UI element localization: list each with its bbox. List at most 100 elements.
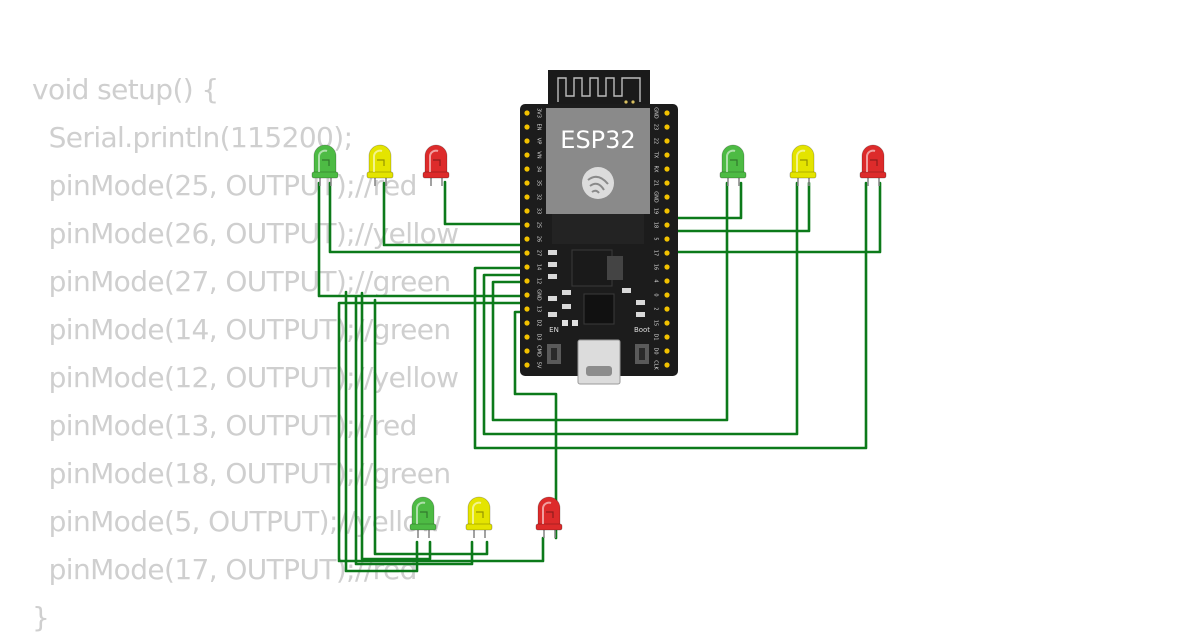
pin-left[interactable] [524, 194, 530, 200]
pin-left[interactable] [524, 180, 530, 186]
pin-right[interactable] [664, 194, 670, 200]
pin-label: 13 [536, 306, 542, 312]
pin-right[interactable] [664, 306, 670, 312]
led-rim [409, 523, 437, 531]
boot-label: Boot [634, 326, 650, 334]
pin-left[interactable] [524, 222, 530, 228]
pin-left[interactable] [524, 320, 530, 326]
led-rim [789, 171, 817, 179]
pin-right[interactable] [664, 110, 670, 116]
pin-left[interactable] [524, 278, 530, 284]
usb-uart-chip [583, 293, 615, 325]
smd-component [562, 290, 571, 295]
wire [344, 290, 419, 573]
led-highlight [429, 149, 439, 172]
code-line: pinMode(12, OUTPUT);//yellow [32, 361, 459, 394]
boot-button-cap [639, 348, 645, 360]
led-anvil [420, 511, 428, 518]
pin-right[interactable] [664, 334, 670, 340]
pin-left[interactable] [524, 362, 530, 368]
pin-right[interactable] [664, 278, 670, 284]
pin-right[interactable] [664, 222, 670, 228]
smd-component [562, 320, 568, 326]
leds [311, 144, 887, 538]
pin-left[interactable] [524, 110, 530, 116]
code-line: pinMode(5, OUTPUT);//yellow [32, 505, 442, 538]
esp32-board[interactable]: ESP323V3ENVPVN343532332526271412GND13D2D… [520, 70, 678, 385]
pad [624, 100, 628, 104]
led-highlight [542, 501, 552, 524]
pin-right[interactable] [664, 152, 670, 158]
pin-label: D3 [536, 333, 542, 340]
led-anvil [377, 159, 385, 166]
pin-label: 21 [653, 180, 659, 186]
pin-right[interactable] [664, 124, 670, 130]
pin-right[interactable] [664, 138, 670, 144]
pin-label: VP [536, 138, 542, 144]
pin-right[interactable] [664, 292, 670, 298]
led-anvil [322, 159, 330, 166]
wire [373, 298, 489, 556]
pin-left[interactable] [524, 138, 530, 144]
smd-component [548, 296, 557, 301]
regulator-tab [607, 256, 623, 280]
led-highlight [416, 501, 426, 524]
pin-right[interactable] [664, 208, 670, 214]
pin-label: VN [536, 151, 542, 158]
led-red [859, 144, 887, 186]
led-anvil [546, 511, 554, 518]
led-highlight [472, 501, 482, 524]
pin-left[interactable] [524, 124, 530, 130]
pin-label: 19 [653, 208, 659, 214]
pin-left[interactable] [524, 292, 530, 298]
pin-label: GND [536, 289, 542, 301]
smd-component [572, 320, 578, 326]
led-rim [366, 171, 394, 179]
antenna-trace [557, 77, 641, 102]
smd-component [636, 300, 645, 305]
pin-right[interactable] [664, 264, 670, 270]
code-line: pinMode(27, OUTPUT);//green [32, 265, 452, 298]
led-anvil [870, 159, 878, 166]
smd-component [562, 304, 571, 309]
led-yellow [465, 496, 493, 538]
pin-label: 26 [536, 236, 542, 242]
pin-label: 25 [536, 222, 542, 228]
wire [665, 181, 743, 220]
pin-left[interactable] [524, 236, 530, 242]
pin-right[interactable] [664, 348, 670, 354]
pin-right[interactable] [664, 362, 670, 368]
pin-left[interactable] [524, 306, 530, 312]
pin-right[interactable] [664, 236, 670, 242]
wire [491, 181, 729, 422]
smd-component [622, 288, 631, 293]
pin-left[interactable] [524, 208, 530, 214]
pin-label: 4 [653, 279, 659, 282]
led-rim [859, 171, 887, 179]
pin-left[interactable] [524, 166, 530, 172]
pin-label: 33 [536, 208, 542, 214]
pin-left[interactable] [524, 264, 530, 270]
pin-label: 23 [653, 124, 659, 130]
pin-label: D1 [653, 333, 659, 340]
pin-right[interactable] [664, 320, 670, 326]
wire [513, 310, 558, 540]
pin-left[interactable] [524, 152, 530, 158]
led-highlight [726, 149, 736, 172]
pin-left[interactable] [524, 250, 530, 256]
wires [317, 180, 882, 573]
pin-left[interactable] [524, 334, 530, 340]
led-anvil [730, 159, 738, 166]
usb-port[interactable] [577, 339, 621, 385]
wire [328, 181, 529, 254]
pin-left[interactable] [524, 348, 530, 354]
pin-label: 5 [653, 237, 659, 240]
led-red [535, 496, 563, 538]
pin-right[interactable] [664, 250, 670, 256]
pin-right[interactable] [664, 180, 670, 186]
en-button-cap [551, 348, 557, 360]
led-anvil [476, 511, 484, 518]
pin-right[interactable] [664, 166, 670, 172]
